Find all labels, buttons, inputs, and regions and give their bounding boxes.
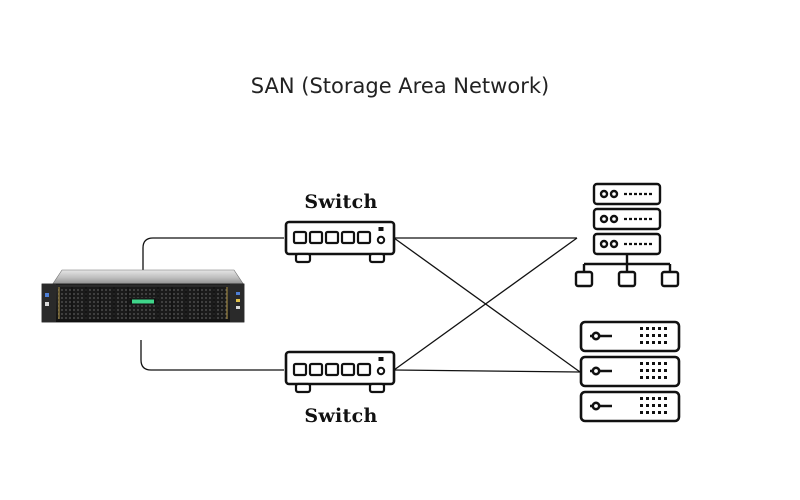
server-network-icon[interactable] <box>574 182 680 288</box>
link-switch-top-to-server-rack <box>393 237 581 373</box>
link-storage-to-switch-bottom <box>140 340 284 371</box>
switch-top-icon[interactable] <box>284 220 396 264</box>
switch-bottom-label: Switch <box>304 405 378 427</box>
switch-bottom-icon[interactable] <box>284 350 396 394</box>
server-rack-icon[interactable] <box>579 320 681 423</box>
switch-top-label: Switch <box>304 191 378 213</box>
storage-array-icon[interactable] <box>41 269 245 323</box>
link-switch-bottom-to-server-cluster <box>393 237 578 371</box>
link-switch-bottom-to-server-rack <box>393 369 581 373</box>
diagram-title: SAN (Storage Area Network) <box>250 74 550 98</box>
link-storage-to-switch-top <box>142 237 284 276</box>
storage-array-accent <box>132 299 154 304</box>
connection-lines <box>140 237 581 373</box>
